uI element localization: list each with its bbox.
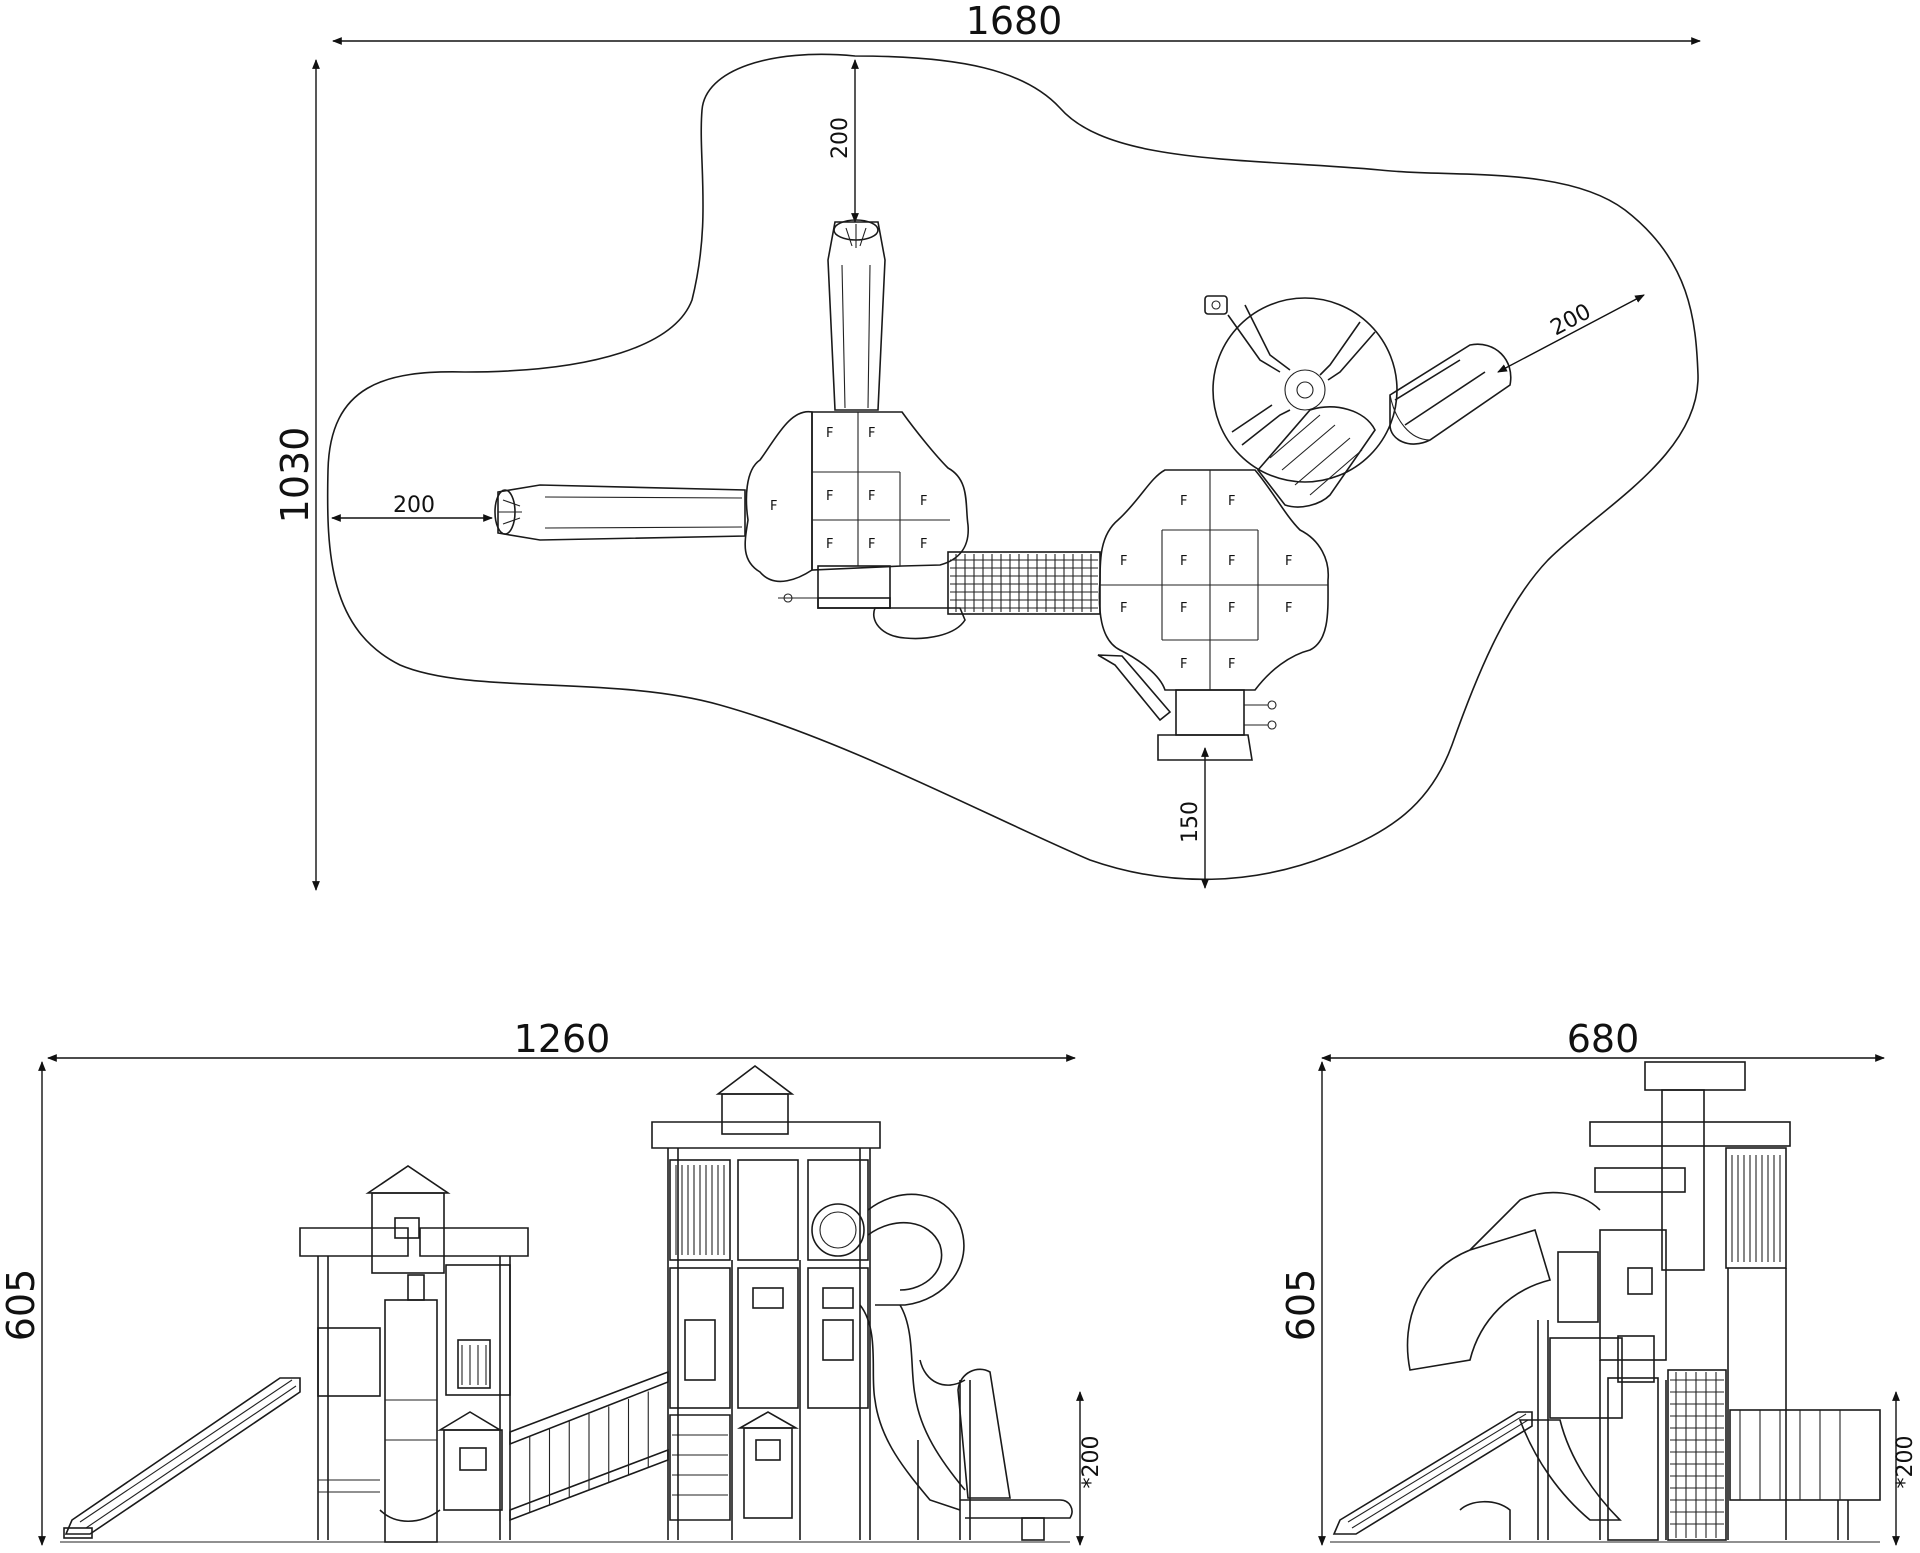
plan-spiral-tube-slide — [1204, 295, 1512, 508]
svg-text:F: F — [1228, 657, 1235, 672]
side-elevation: 680 605 *200 — [1279, 1017, 1918, 1546]
side-tube-slide — [1406, 1191, 1622, 1540]
plan-view: 1680 1030 200 200 200 150 — [273, 0, 1701, 891]
svg-text:F: F — [920, 494, 927, 509]
svg-text:F: F — [1180, 601, 1187, 616]
svg-text:1260: 1260 — [514, 1017, 611, 1061]
svg-text:F: F — [1180, 494, 1187, 509]
svg-text:200: 200 — [828, 117, 853, 159]
front-elevation: 1260 605 *200 — [0, 1017, 1104, 1546]
plan-tower-cluster-east: F F F F F F F F F F F F — [1097, 469, 1330, 761]
front-slide-left — [63, 1377, 301, 1539]
svg-text:F: F — [1228, 554, 1235, 569]
dimension-overall-depth: 1030 — [273, 59, 320, 891]
plan-tower-cluster-west: F F F F F F F F F — [744, 411, 969, 640]
dimension-clearance-top: 200 — [828, 59, 859, 223]
dimension-clearance-left: 200 — [331, 493, 493, 522]
svg-text:F: F — [868, 489, 875, 504]
svg-text:F: F — [1285, 554, 1292, 569]
svg-text:F: F — [1180, 657, 1187, 672]
plan-slide-west — [494, 484, 746, 541]
side-towers — [1537, 1061, 1881, 1541]
svg-text:605: 605 — [0, 1269, 43, 1342]
svg-text:200: 200 — [393, 493, 435, 518]
svg-text:F: F — [868, 426, 875, 441]
svg-text:F: F — [826, 537, 833, 552]
svg-text:F: F — [1228, 601, 1235, 616]
front-tower-right — [651, 1064, 881, 1540]
dimension-overall-width: 1680 — [332, 0, 1701, 45]
svg-text:F: F — [868, 537, 875, 552]
svg-text:F: F — [1180, 554, 1187, 569]
plan-slide-north — [827, 219, 886, 411]
dimension-side-height: 605 — [1279, 1061, 1326, 1546]
dimension-front-free-fall: *200 — [1076, 1391, 1104, 1546]
svg-text:F: F — [826, 426, 833, 441]
svg-text:150: 150 — [1178, 801, 1203, 843]
svg-text:605: 605 — [1279, 1269, 1323, 1342]
overall-width-label: 1680 — [966, 0, 1063, 43]
front-tower-left — [299, 1165, 529, 1543]
side-slide — [1332, 1411, 1533, 1535]
svg-text:*200: *200 — [1893, 1436, 1918, 1489]
dimension-front-height: 605 — [0, 1061, 46, 1546]
dimension-side-width: 680 — [1321, 1017, 1885, 1062]
overall-depth-label: 1030 — [273, 427, 317, 524]
front-net-bridge — [509, 1370, 669, 1522]
dimension-front-width: 1260 — [47, 1017, 1076, 1062]
svg-text:F: F — [826, 489, 833, 504]
front-spiral-tube-slide — [859, 1193, 1073, 1541]
dimension-clearance-bottom: 150 — [1178, 747, 1209, 889]
svg-text:F: F — [920, 537, 927, 552]
dimension-side-free-fall: *200 — [1892, 1391, 1918, 1546]
svg-text:*200: *200 — [1079, 1436, 1104, 1489]
svg-text:F: F — [1285, 601, 1292, 616]
svg-text:680: 680 — [1567, 1017, 1640, 1061]
plan-net-bridge — [947, 551, 1101, 615]
svg-text:F: F — [1120, 554, 1127, 569]
dimension-clearance-right: 200 — [1497, 294, 1645, 373]
svg-text:200: 200 — [1547, 299, 1596, 341]
svg-text:F: F — [770, 499, 777, 514]
safety-zone-outline — [326, 53, 1699, 881]
svg-text:F: F — [1228, 494, 1235, 509]
svg-text:F: F — [1120, 601, 1127, 616]
